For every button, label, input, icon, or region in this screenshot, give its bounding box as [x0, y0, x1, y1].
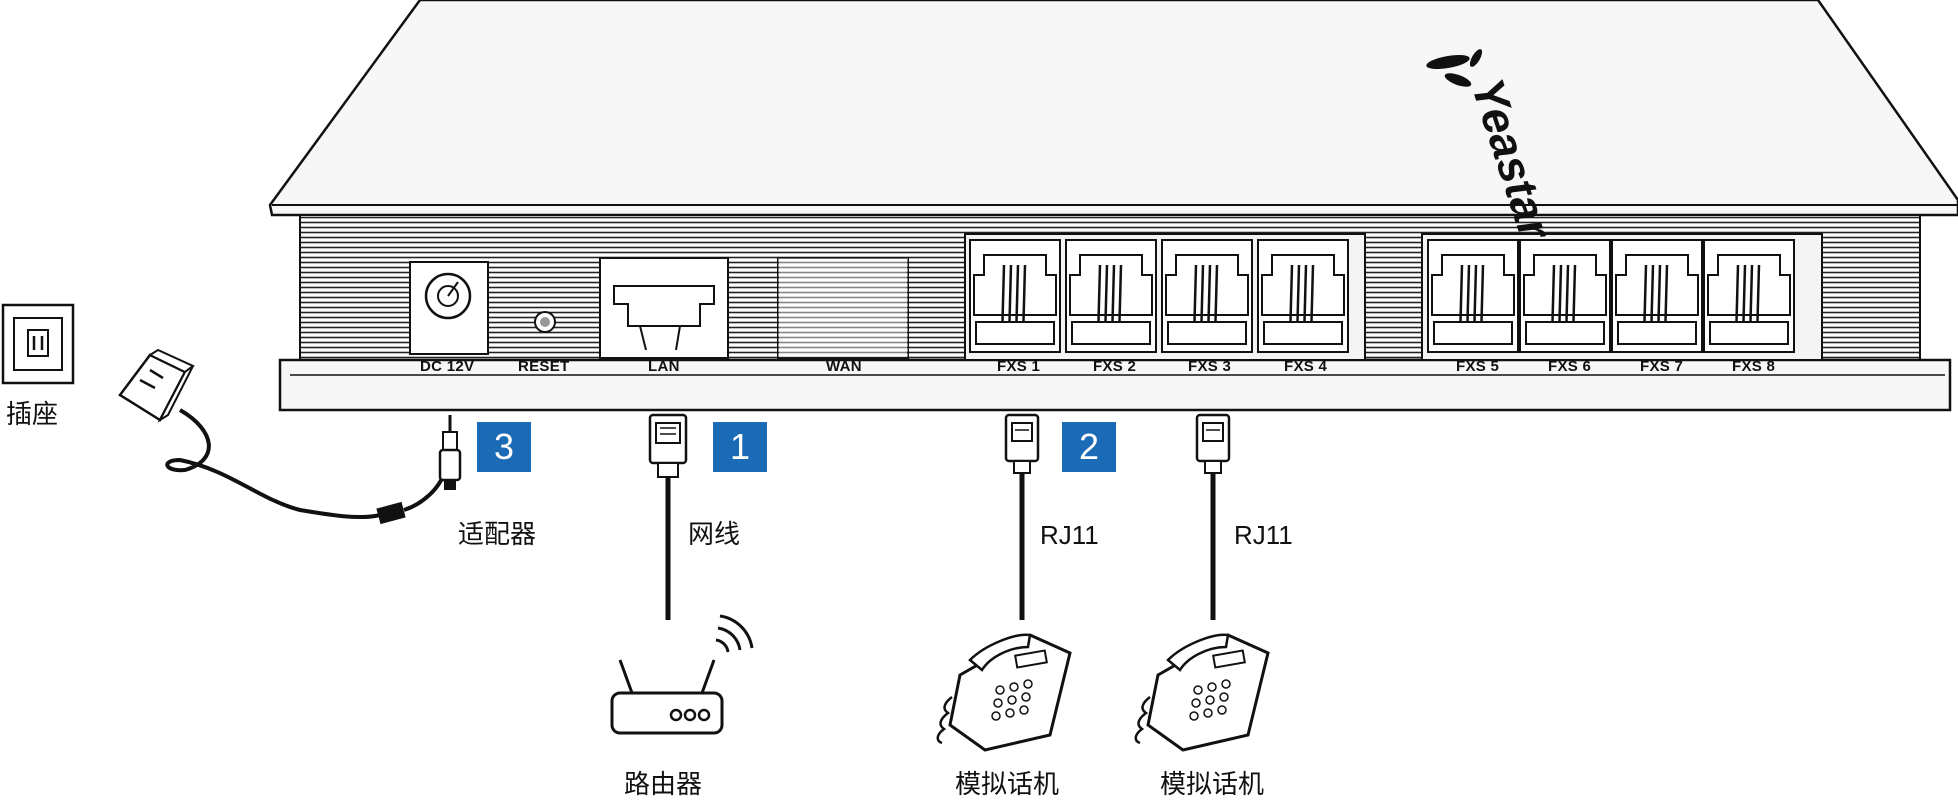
port-label-fxs-7: FXS 7: [1640, 358, 1684, 375]
network-cable-label: 网线: [688, 520, 741, 550]
port-label-dc: DC 12V: [420, 358, 475, 375]
wall-socket-icon: [1, 303, 75, 385]
analog-phone-label-1: 模拟话机: [955, 770, 1060, 800]
port-label-wan: WAN: [826, 358, 862, 375]
step-badge-3: 3: [477, 422, 531, 472]
port-label-fxs-6: FXS 6: [1548, 358, 1592, 375]
rj11-cable-icon-1: [1004, 413, 1040, 620]
power-adapter-icon: [118, 348, 447, 525]
yeastar-logo-mark: [1426, 49, 1483, 87]
fxs-port-1: [969, 239, 1061, 353]
fxs-port-8: [1703, 239, 1795, 353]
adapter-label: 适配器: [458, 520, 537, 550]
analog-phone-label-2: 模拟话机: [1160, 770, 1265, 800]
port-label-fxs-4: FXS 4: [1284, 358, 1328, 375]
step-badge-1: 1: [713, 422, 767, 472]
fxs-port-5: [1427, 239, 1519, 353]
reset-button-hole: [534, 311, 556, 333]
fxs-port-7: [1611, 239, 1703, 353]
dc-12v-port: [409, 261, 489, 355]
router-label: 路由器: [624, 770, 703, 800]
port-label-fxs-5: FXS 5: [1456, 358, 1500, 375]
fxs-port-2: [1065, 239, 1157, 353]
fxs-port-6: [1519, 239, 1611, 353]
port-label-lan: LAN: [648, 358, 680, 375]
port-label-fxs-2: FXS 2: [1093, 358, 1137, 375]
analog-phone-icon-1: [936, 633, 1072, 752]
fxs-ports: [969, 239, 1795, 353]
dc-plug-icon: [438, 415, 462, 490]
network-cable-icon: [648, 413, 688, 620]
device-top: [268, 0, 1958, 217]
port-label-fxs-1: FXS 1: [997, 358, 1041, 375]
lan-port: [599, 257, 729, 359]
port-label-fxs-8: FXS 8: [1732, 358, 1776, 375]
analog-phone-icon-2: [1134, 633, 1270, 752]
router-icon: [610, 614, 754, 735]
rj11-label-1: RJ11: [1040, 520, 1099, 550]
socket-label: 插座: [6, 400, 59, 430]
port-label-fxs-3: FXS 3: [1188, 358, 1232, 375]
fxs-port-4: [1257, 239, 1349, 353]
port-label-reset: RESET: [518, 358, 570, 375]
step-badge-2: 2: [1062, 422, 1116, 472]
fxs-port-3: [1161, 239, 1253, 353]
wan-port: [777, 257, 909, 359]
rj11-label-2: RJ11: [1234, 520, 1293, 550]
rj11-cable-icon-2: [1195, 413, 1231, 620]
